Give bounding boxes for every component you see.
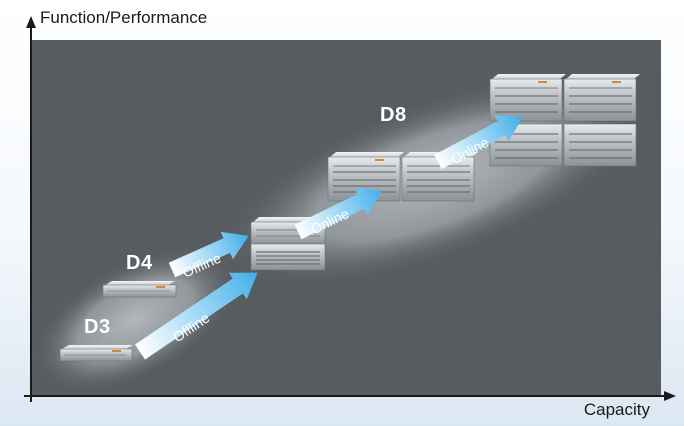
arrow-online-d8 xyxy=(434,114,523,170)
model-label-d8: D8 xyxy=(380,104,407,126)
server-d3 xyxy=(59,345,133,362)
model-label-d3: D3 xyxy=(84,316,111,338)
arrow-online-mid xyxy=(294,187,383,240)
server-d8-pair xyxy=(327,152,478,202)
server-d8-large xyxy=(489,74,640,167)
y-axis-arrowhead xyxy=(26,16,36,28)
y-axis-label: Function/Performance xyxy=(40,8,208,27)
server-d4 xyxy=(102,281,177,298)
model-label-d4: D4 xyxy=(126,252,153,274)
x-axis-arrowhead xyxy=(664,391,676,401)
arrow-offline-d3 xyxy=(134,272,258,360)
x-axis-label: Capacity xyxy=(583,400,650,419)
arrow-offline-d4 xyxy=(168,231,249,278)
